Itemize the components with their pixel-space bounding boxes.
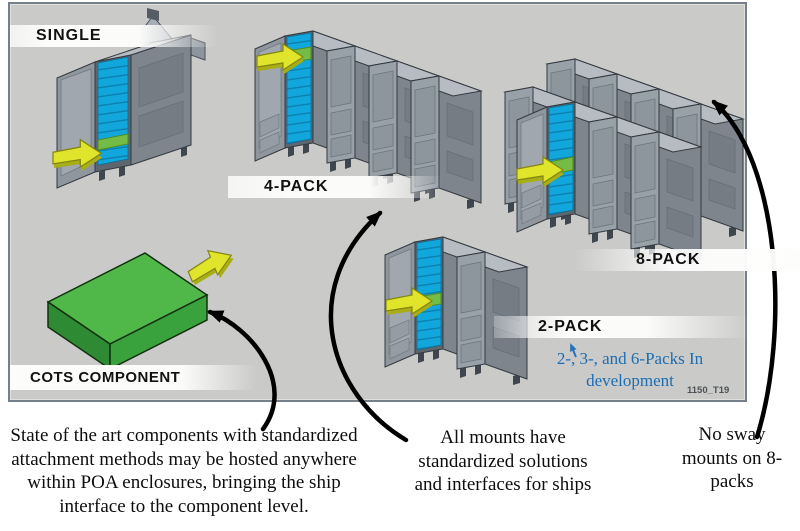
two-pack-label: 2-PACK [494,316,750,338]
four-pack-illustration [254,30,482,210]
figure-id: 1150_T19 [687,385,730,396]
caption-line: interface to the component level. [59,495,309,517]
two-pack-illustration [384,236,528,386]
cots-component-illustration [46,242,240,371]
development-note: 2-, 3-, and 6-Packs In development [532,348,728,392]
dev-note-arrow-icon [570,343,577,358]
eight-pack-label: 8-PACK [574,249,800,271]
caption-line: All mounts have [440,427,566,448]
development-note-line: 2-, 3-, and 6-Packs In [556,349,704,368]
cots-component-label: COTS COMPONENT [10,365,256,390]
sway-caption: No sway mounts on 8- packs [653,423,800,494]
annotation-arrow-cots [207,309,277,432]
component-insert [97,133,129,151]
caption-line: within POA enclosures, bringing the ship [27,472,341,493]
development-note-line: development [586,371,674,390]
caption-line: packs [710,471,754,492]
eight-pack-illustration [504,58,744,266]
caption-line: mounts on 8- [681,447,783,469]
cots-caption: State of the art components with standar… [0,424,370,518]
caption-line: standardized solutions [418,450,588,472]
mounts-caption: All mounts have standardized solutions a… [403,426,603,497]
caption-line: State of the art components with standar… [10,425,358,446]
caption-line: attachment methods may be hosted anywher… [11,448,357,470]
insert-arrow-icon [183,242,240,289]
four-pack-label: 4-PACK [228,176,442,198]
single-label: SINGLE [10,25,218,47]
caption-line: and interfaces for ships [414,474,592,495]
annotation-arrow-4pack [328,210,409,443]
caption-line: No sway [698,424,766,445]
